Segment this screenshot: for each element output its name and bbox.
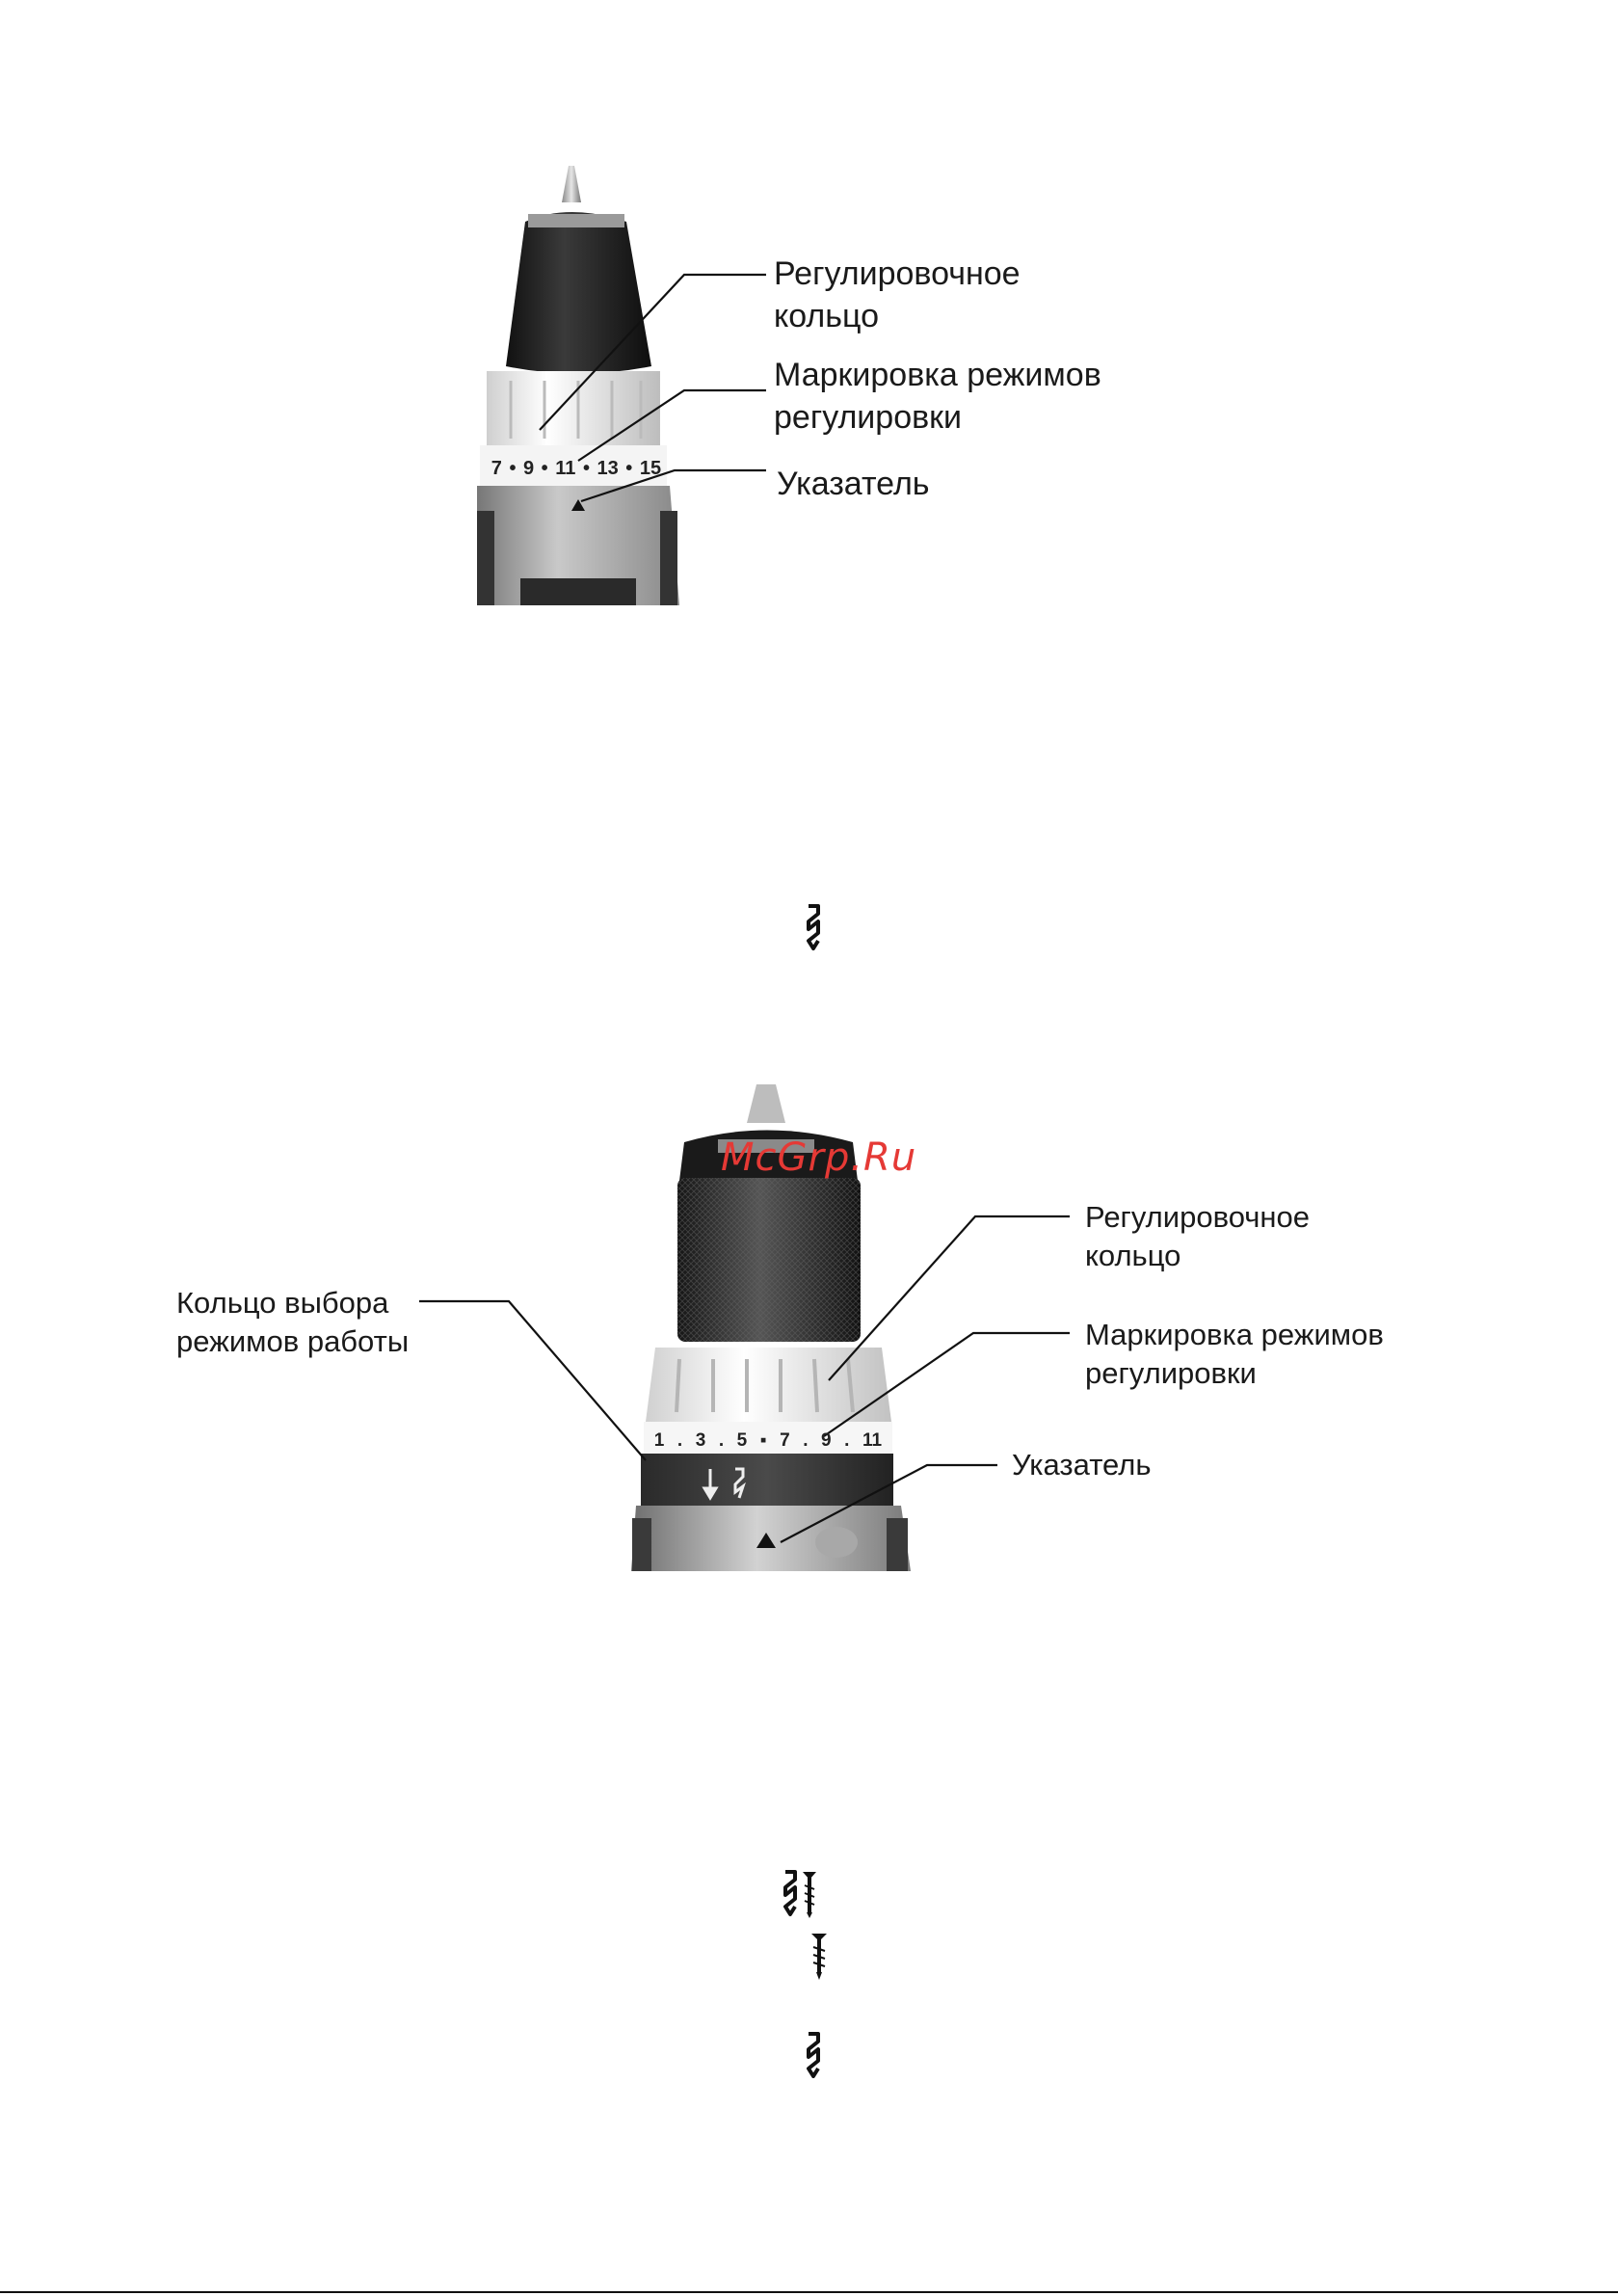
callout-adjust-ring: Регулировочное кольцо xyxy=(774,253,1021,337)
callout-marking: Маркировка режимов регулировки xyxy=(774,354,1101,439)
scale-number: 9 xyxy=(523,458,534,480)
drill-photo-1 xyxy=(0,0,1618,675)
callout-adjust-ring: Регулировочное кольцо xyxy=(1085,1198,1310,1275)
callout-mode-ring: Кольцо выбора режимов работы xyxy=(176,1284,409,1361)
scale-number: 9 xyxy=(821,1430,832,1452)
callout-pointer: Указатель xyxy=(777,463,930,505)
drill-bit-icon xyxy=(806,904,821,950)
scale-number: 1 xyxy=(654,1430,665,1452)
drill-and-screw-icon xyxy=(782,1870,821,1920)
screw-icon xyxy=(809,1932,829,1982)
page-bottom-rule xyxy=(0,2291,1618,2293)
scale-number: 7 xyxy=(780,1430,790,1452)
drill-bit-icon xyxy=(806,2032,821,2078)
figure-1: 7 • 9 • 11 • 13 • 15 Регулировочное коль… xyxy=(0,0,1618,675)
scale-number: 13 xyxy=(597,458,619,480)
scale-1: 7 • 9 • 11 • 13 • 15 xyxy=(488,453,665,484)
scale-number: 3 xyxy=(696,1430,706,1452)
scale-2: 1 . 3 . 5 ▪ 7 . 9 . 11 xyxy=(648,1427,889,1455)
scale-number: 5 xyxy=(737,1430,748,1452)
mode-ring-icons xyxy=(699,1465,756,1504)
scale-number: 11 xyxy=(555,458,575,480)
callout-pointer: Указатель xyxy=(1012,1446,1152,1484)
scale-number: 11 xyxy=(862,1430,882,1452)
watermark: McGrp.Ru xyxy=(721,1135,916,1180)
figure-2: 1 . 3 . 5 ▪ 7 . 9 . 11 McGrp.Ru Кольцо в… xyxy=(0,1060,1618,1600)
scale-number: 15 xyxy=(640,458,661,480)
callout-marking: Маркировка режимов регулировки xyxy=(1085,1316,1384,1393)
scale-number: 7 xyxy=(491,458,502,480)
